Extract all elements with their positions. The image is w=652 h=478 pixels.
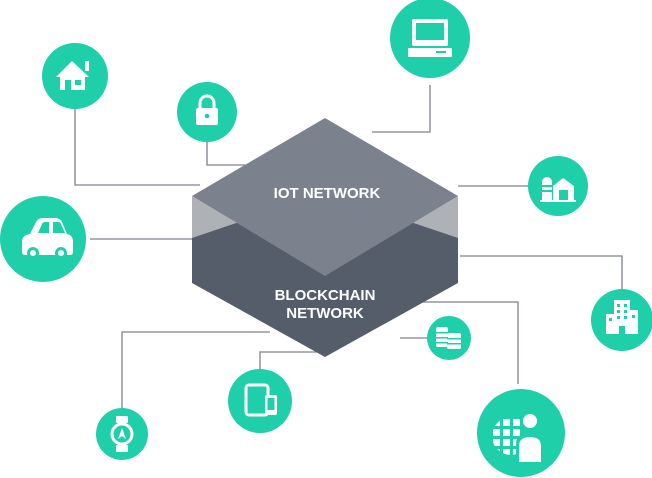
node-coins — [427, 316, 471, 360]
connector-computer — [372, 85, 431, 133]
connector-lock — [206, 140, 245, 166]
computer-icon — [408, 19, 452, 57]
connector-watch — [121, 331, 270, 410]
connector-tablet — [259, 351, 325, 375]
car-icon — [22, 218, 73, 259]
node-home — [42, 43, 108, 109]
blockchain-label-line2: NETWORK — [286, 305, 364, 322]
coin-stack-icon — [436, 327, 461, 349]
iot-network-label: IOT NETWORK — [274, 185, 381, 202]
connector-buildings — [460, 255, 623, 292]
house-icon — [56, 61, 89, 90]
node-farm — [528, 156, 588, 216]
lock-icon — [196, 94, 218, 125]
node-car — [0, 196, 86, 282]
connector-home — [74, 105, 200, 186]
node-computer — [390, 0, 470, 78]
office-building-icon — [606, 300, 638, 334]
node-person — [477, 389, 565, 477]
cube-top-face — [192, 118, 458, 276]
node-watch — [96, 408, 148, 460]
node-buildings — [591, 289, 652, 351]
smartwatch-icon — [110, 416, 134, 452]
node-lock — [177, 82, 237, 142]
blockchain-label-line1: BLOCKCHAIN — [275, 287, 376, 304]
silo-barn-icon — [540, 177, 576, 202]
tablet-phone-icon — [244, 383, 277, 417]
connector-person — [420, 301, 519, 384]
node-tablet — [228, 369, 292, 433]
network-cube: IOT NETWORK BLOCKCHAIN NETWORK — [192, 118, 458, 357]
connector-lines — [74, 85, 623, 410]
